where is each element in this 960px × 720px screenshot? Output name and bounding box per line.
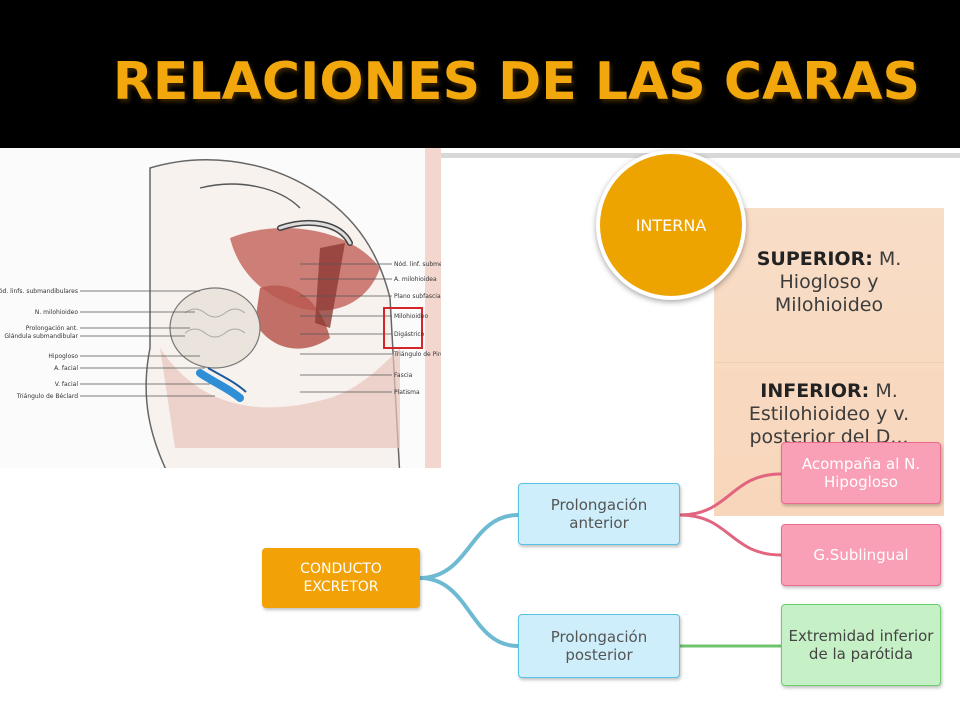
extremidad-parotida-node: Extremidad inferior de la parótida [781,604,941,686]
illustration-right-label-6: Fascia [394,372,413,379]
illustration-right-label-0: Nód. linf. submentoniano [394,261,441,268]
illustration-left-label-4: Hipogloso [48,353,78,360]
illustration-right-label-2: Plano subfascial [394,293,441,300]
prolongacion-posterior-node: Prolongación posterior [518,614,680,678]
prolongacion-anterior-node: Prolongación anterior [518,483,680,545]
inferior-relation: INFERIOR: M. Estilohioideo y v. posterio… [729,380,929,449]
g-sublingual-node: G.Sublingual [781,524,941,586]
inferior-label: INFERIOR: [760,380,870,402]
illustration-right-label-7: Platisma [394,389,420,396]
illustration-left-label-2: Prolongación ant. [26,325,78,332]
conducto-excretor-node: CONDUCTO EXCRETOR [262,548,420,608]
illustration-right-label-1: A. milohioidea [394,276,437,283]
panel-divider [714,362,944,363]
superior-label: SUPERIOR: [756,248,873,270]
acompana-hipogloso-node: Acompaña al N. Hipogloso [781,442,941,504]
superior-text: M. Hiogloso y Milohioideo [774,248,902,316]
illustration-right-label-3: Milohioideo [394,313,428,320]
slide-title: RELACIONES DE LAS CARAS [112,52,920,112]
illustration-left-label-5: A. facial [54,365,78,372]
illustration-right-label-4: Digástrico [394,331,425,338]
superior-relation: SUPERIOR: M. Hiogloso y Milohioideo [729,248,929,317]
title-bar [0,0,960,148]
illustration-left-label-7: Triángulo de Béclard [16,393,78,400]
illustration-left-label-6: V. facial [55,381,79,388]
illustration-right-label-5: Triángulo de Pirogoff [393,351,441,358]
illustration-left-label-3: Glándula submandibular [4,333,78,340]
illustration-left-label-1: N. milohioideo [35,309,78,316]
anatomy-illustration: Nód. linfs. submandibulares N. milohioide… [0,148,441,468]
illustration-left-label-0: Nód. linfs. submandibulares [0,288,78,295]
interna-circle: INTERNA [596,150,746,300]
